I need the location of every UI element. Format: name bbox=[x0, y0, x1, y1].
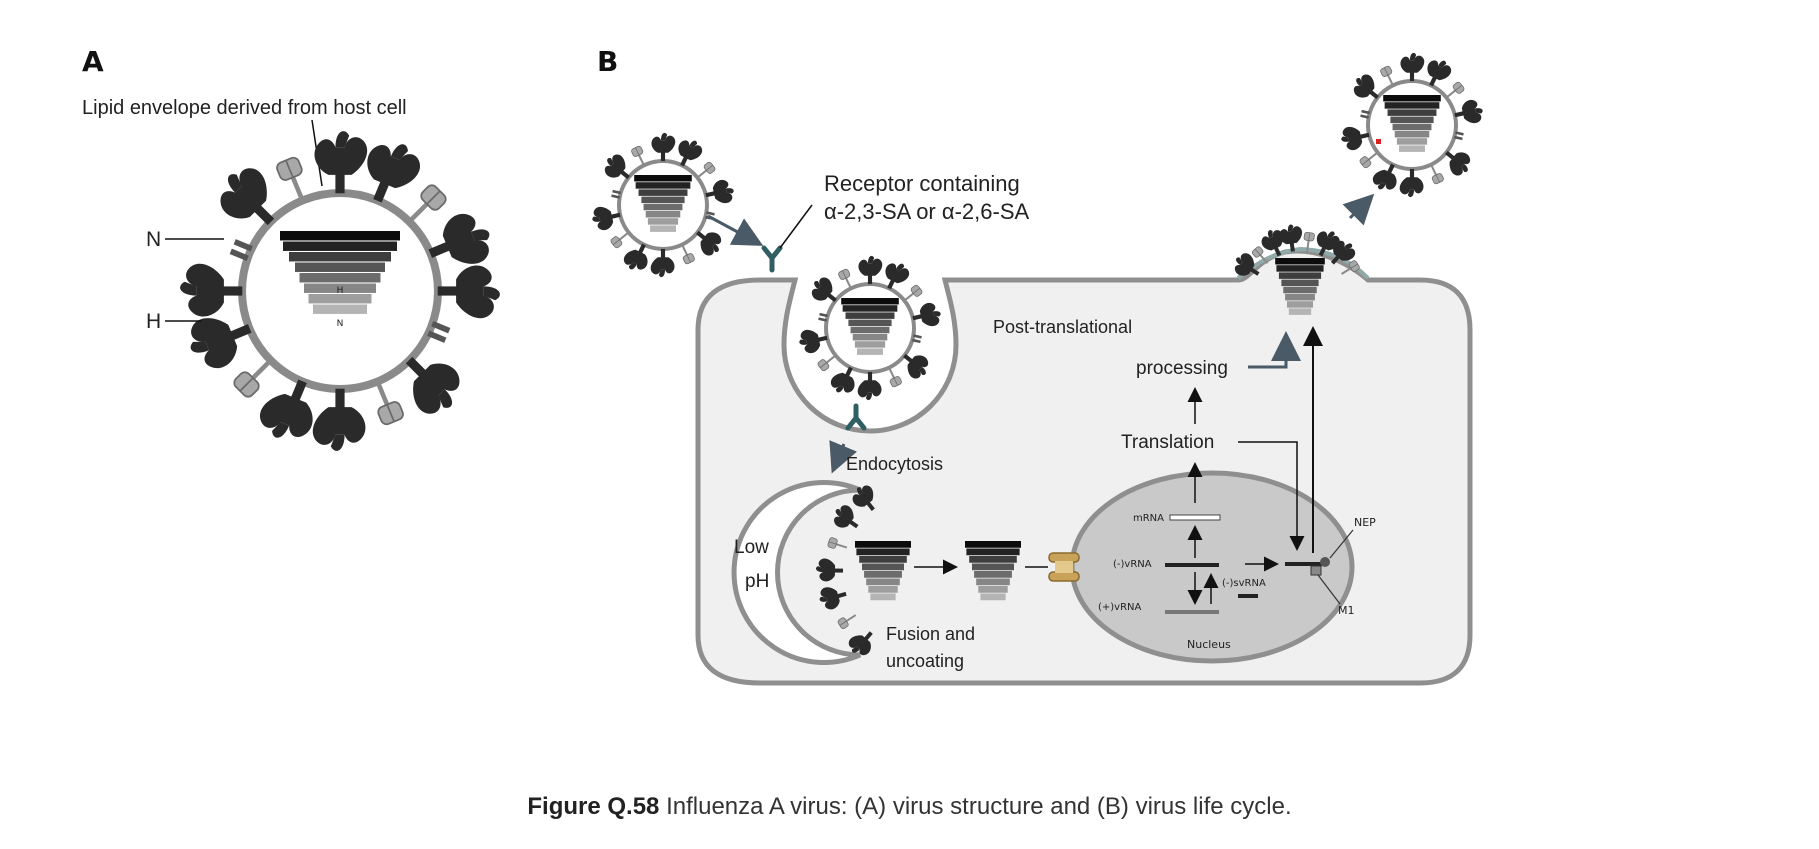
neg-vrna-bar bbox=[1165, 563, 1219, 567]
budding-virus bbox=[1229, 223, 1370, 315]
fusion-label-line1: Fusion and bbox=[886, 624, 975, 644]
receptor-leader-line bbox=[779, 204, 813, 249]
hemagglutinin-spike-icon bbox=[857, 371, 882, 401]
m1-label: M1 bbox=[1338, 604, 1355, 617]
n-label: N bbox=[146, 228, 161, 251]
figure-number: Figure Q.58 bbox=[527, 793, 660, 820]
receptor-label-line2: α-2,3-SA or α-2,6-SA bbox=[824, 199, 1030, 224]
endosome bbox=[731, 480, 861, 665]
caption-text: Influenza A virus: (A) virus structure a… bbox=[659, 793, 1292, 820]
marker-dot bbox=[1376, 139, 1381, 144]
low-label: Low bbox=[734, 537, 769, 558]
virus-structure: H N bbox=[180, 131, 500, 451]
release-arrow bbox=[1342, 193, 1375, 226]
neg-vrna-label: (-)vRNA bbox=[1113, 559, 1152, 570]
post-translational-label: Post-translational bbox=[993, 317, 1132, 337]
mrna-bar bbox=[1169, 514, 1221, 521]
hemagglutinin-spike-icon bbox=[1400, 52, 1425, 82]
hemagglutinin-spike-icon bbox=[312, 388, 366, 451]
h-label: H bbox=[146, 310, 161, 333]
hemagglutinin-spike-icon bbox=[651, 132, 676, 162]
protein-to-nucleus-arrow bbox=[1238, 441, 1305, 551]
vrnp-bar bbox=[1285, 562, 1323, 566]
incoming-virus bbox=[589, 132, 737, 278]
host-cell bbox=[695, 248, 1473, 686]
hemagglutinin-spike-icon bbox=[1399, 168, 1424, 198]
translation-label: Translation bbox=[1121, 432, 1214, 453]
segment-h-label: H bbox=[337, 286, 344, 296]
nucleus-label: Nucleus bbox=[1187, 638, 1231, 651]
endocytosis-label: Endocytosis bbox=[846, 454, 943, 474]
attachment-arrow bbox=[707, 214, 764, 246]
m1-square bbox=[1310, 565, 1322, 576]
released-virus bbox=[1338, 52, 1486, 198]
hemagglutinin-spike-icon bbox=[180, 263, 243, 317]
receptor-label-line1: Receptor containing bbox=[824, 171, 1020, 196]
nep-label: NEP bbox=[1354, 516, 1376, 529]
endocytosing-virus bbox=[796, 255, 944, 401]
neg-svrna-label: (-)svRNA bbox=[1222, 578, 1266, 589]
nep-dot bbox=[1320, 557, 1330, 567]
processing-label: processing bbox=[1136, 358, 1228, 379]
receptor-icon bbox=[764, 248, 780, 270]
internal-receptor-icon bbox=[848, 406, 864, 428]
envelope-label: Lipid envelope derived from host cell bbox=[82, 97, 407, 119]
fusion-label-line2: uncoating bbox=[886, 651, 964, 671]
endocytosis-arrow bbox=[829, 440, 858, 474]
processing-to-membrane-arrow bbox=[1248, 331, 1301, 369]
neg-svrna-bar bbox=[1238, 594, 1258, 598]
panel-b-letter: B bbox=[597, 45, 618, 78]
figure-caption: Figure Q.58 Influenza A virus: (A) virus… bbox=[0, 793, 1819, 821]
hemagglutinin-spike-icon bbox=[650, 248, 675, 278]
hemagglutinin-spike-icon bbox=[858, 255, 883, 285]
nuclear-pore-icon bbox=[1048, 552, 1080, 582]
ph-label: pH bbox=[745, 571, 769, 592]
segment-n-label: N bbox=[337, 319, 344, 329]
hemagglutinin-spike-icon bbox=[437, 265, 500, 319]
pos-vrna-label: (+)vRNA bbox=[1098, 602, 1142, 613]
m1-leader-line bbox=[1317, 574, 1341, 605]
nep-leader-line bbox=[1329, 529, 1354, 559]
mrna-label: mRNA bbox=[1133, 513, 1164, 524]
panel-a-letter: A bbox=[82, 45, 104, 78]
pos-vrna-bar bbox=[1165, 610, 1219, 614]
